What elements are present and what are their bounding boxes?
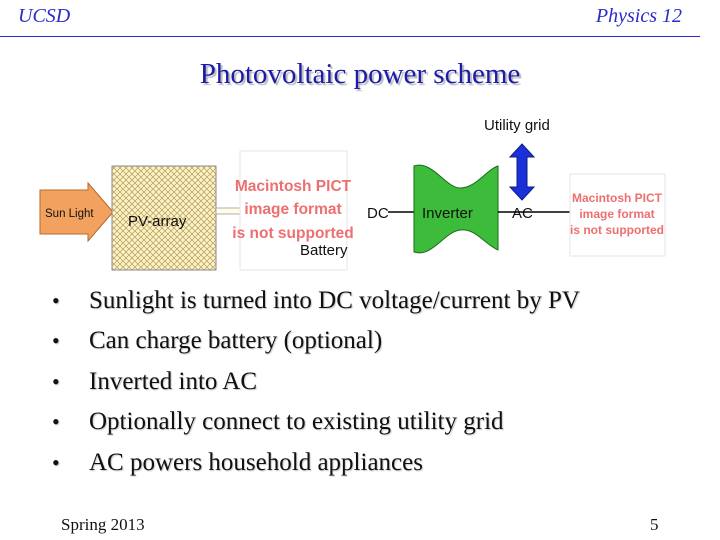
footer-term: Spring 2013 <box>61 515 145 534</box>
bullet-text: Optionally connect to existing utility g… <box>89 408 504 436</box>
dc-label: DC <box>367 205 389 222</box>
inverter-shape <box>413 164 499 254</box>
slide-title: Photovoltaic power scheme <box>199 58 521 90</box>
ac-label: AC <box>512 205 533 222</box>
pict-right-line-1: Macintosh PICT <box>572 191 663 205</box>
pict-placeholder-right <box>569 173 666 257</box>
battery-label: Battery <box>300 242 348 259</box>
bullet-text: Sunlight is turned into DC voltage/curre… <box>89 287 580 314</box>
sun-light-label: Sun Light <box>45 208 94 220</box>
pict-left-line-2: image format <box>244 201 341 218</box>
bullet-item: •Can charge battery (optional) <box>52 327 383 355</box>
page-number: 5 <box>650 515 659 534</box>
pict-right-line-2: image format <box>579 207 654 221</box>
bullet-item: •Inverted into AC <box>52 367 258 395</box>
bullet-text: Inverted into AC <box>89 367 258 395</box>
pict-left-line-3: is not supported <box>232 225 353 242</box>
utility-grid-label: Utility grid <box>484 117 550 134</box>
bullet-item: •Optionally connect to existing utility … <box>52 408 504 436</box>
pv-connector <box>215 207 243 215</box>
bullet-item: •Sunlight is turned into DC voltage/curr… <box>52 287 580 314</box>
course-title: Physics 12 <box>595 5 682 27</box>
inverter-label: Inverter <box>422 205 473 222</box>
pict-right-line-3: is not supported <box>570 223 664 237</box>
pv-array-box <box>111 165 217 271</box>
bullet-text: AC powers household appliances <box>89 448 423 476</box>
sun-light-arrow <box>39 181 114 243</box>
course-label: UCSD <box>18 5 71 27</box>
bullet-text: Can charge battery (optional) <box>89 327 383 355</box>
bullet-list: •Sunlight is turned into DC voltage/curr… <box>52 281 580 483</box>
bullet-item: •AC powers household appliances <box>52 448 423 476</box>
pict-placeholder-left <box>239 150 348 271</box>
header-divider <box>0 36 700 37</box>
pv-array-label: PV-array <box>128 213 187 230</box>
utility-grid-arrow <box>508 143 536 201</box>
pict-left-line-1: Macintosh PICT <box>235 178 352 195</box>
